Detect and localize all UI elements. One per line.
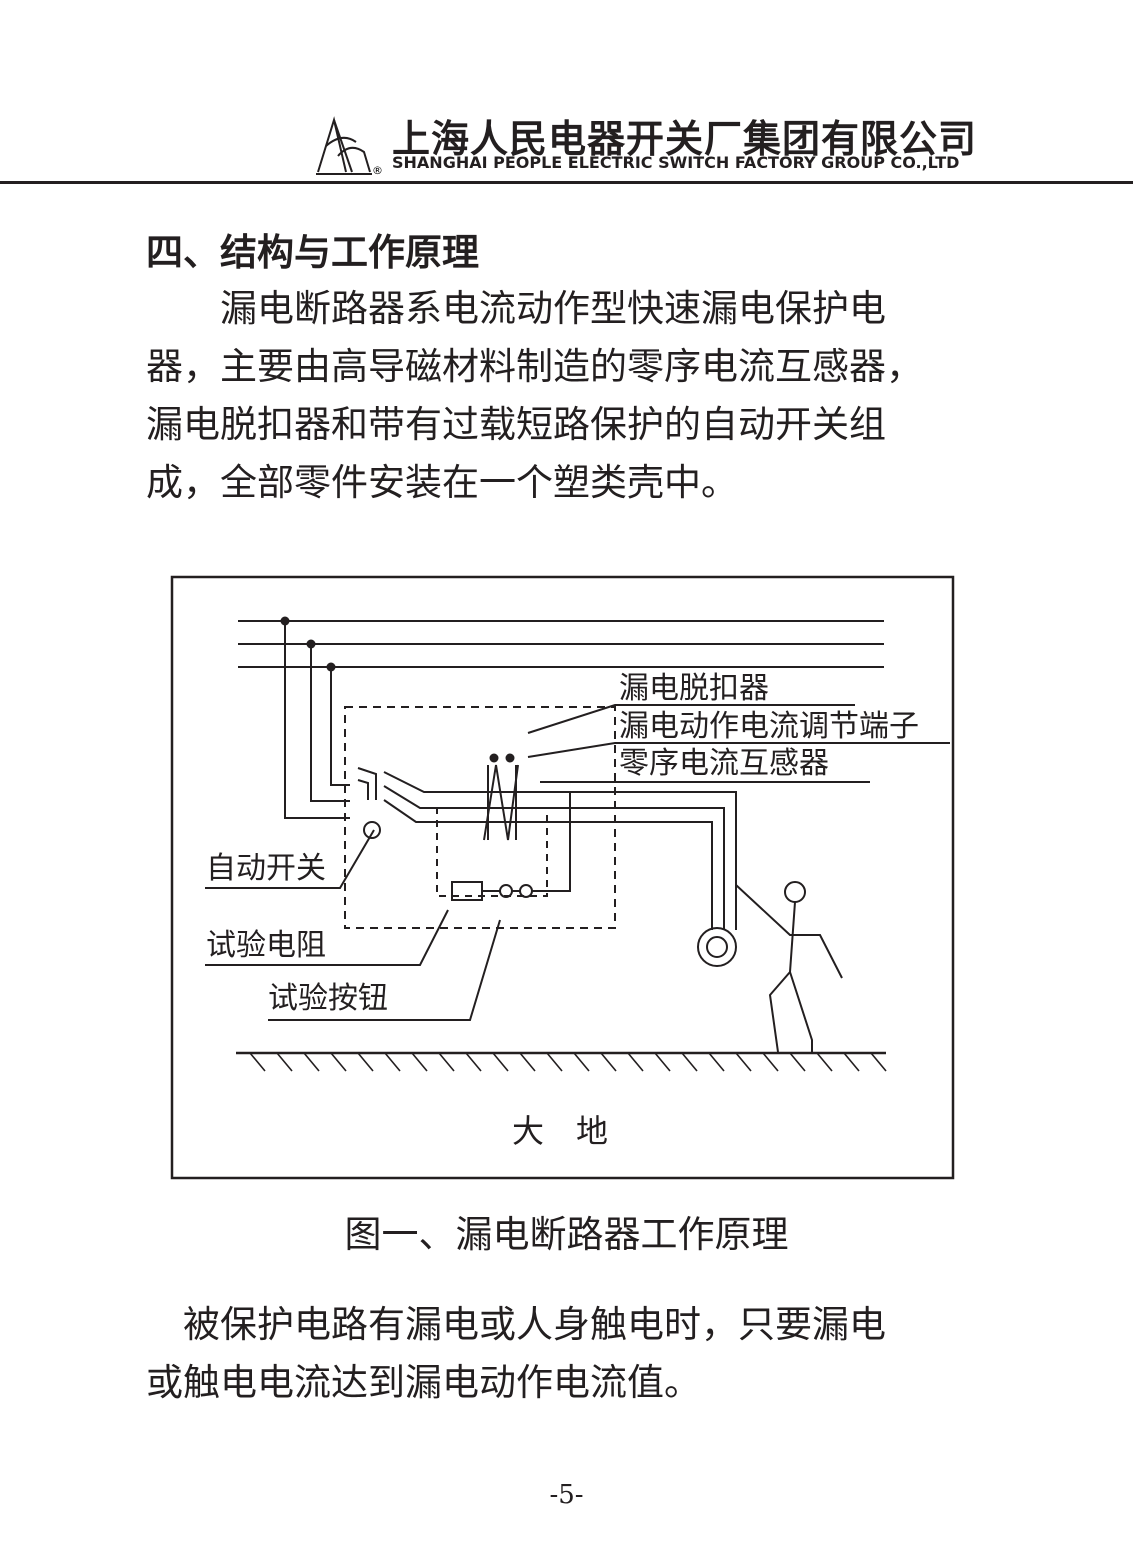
paragraph-line: 或触电电流达到漏电动作电流值。: [146, 1361, 701, 1404]
test-resistor: [451, 881, 483, 901]
label-ground: 大 地: [512, 1112, 608, 1150]
page-number: -5-: [549, 1480, 584, 1510]
load-ct: [697, 927, 737, 967]
svg-text:®: ®: [372, 164, 383, 177]
paragraph-line: 漏电断路器系电流动作型快速漏电保护电: [146, 287, 886, 330]
diagram-frame: [170, 575, 955, 1180]
label-test-resistor: 试验电阻: [206, 928, 326, 963]
label-auto-switch: 自动开关: [206, 851, 326, 886]
paragraph-line: 漏电脱扣器和带有过载短路保护的自动开关组: [146, 403, 886, 446]
paragraph-line: 器，主要由高导磁材料制造的零序电流互感器，: [146, 345, 923, 388]
ground-hatching: [249, 1052, 887, 1072]
label-trip-unit: 漏电脱扣器: [619, 671, 769, 706]
person-figure: [784, 881, 806, 903]
figure-caption: 图一、漏电断路器工作原理: [344, 1213, 789, 1256]
company-name-en: SHANGHAI PEOPLE ELECTRIC SWITCH FACTORY …: [392, 153, 960, 172]
label-test-button: 试验按钮: [268, 981, 388, 1016]
label-zero-seq-ct: 零序电流互感器: [619, 746, 829, 781]
description-paragraph: 被保护电路有漏电或人身触电时，只要漏电 或触电电流达到漏电动作电流值。: [146, 1296, 1006, 1412]
paragraph-line: 被保护电路有漏电或人身触电时，只要漏电: [146, 1303, 886, 1346]
section-title: 四、结构与工作原理: [146, 231, 479, 274]
breaker-housing: [344, 706, 616, 929]
company-name-cn: 上海人民电器开关厂集团有限公司: [392, 117, 978, 161]
intro-paragraph: 漏电断路器系电流动作型快速漏电保护电 器，主要由高导磁材料制造的零序电流互感器，…: [146, 280, 1006, 512]
paragraph-line: 成，全部零件安装在一个塑类壳中。: [146, 461, 738, 504]
label-adjust-terminal: 漏电动作电流调节端子: [619, 709, 919, 744]
header-divider: [0, 181, 1133, 184]
company-logo-icon: ®: [316, 116, 383, 177]
